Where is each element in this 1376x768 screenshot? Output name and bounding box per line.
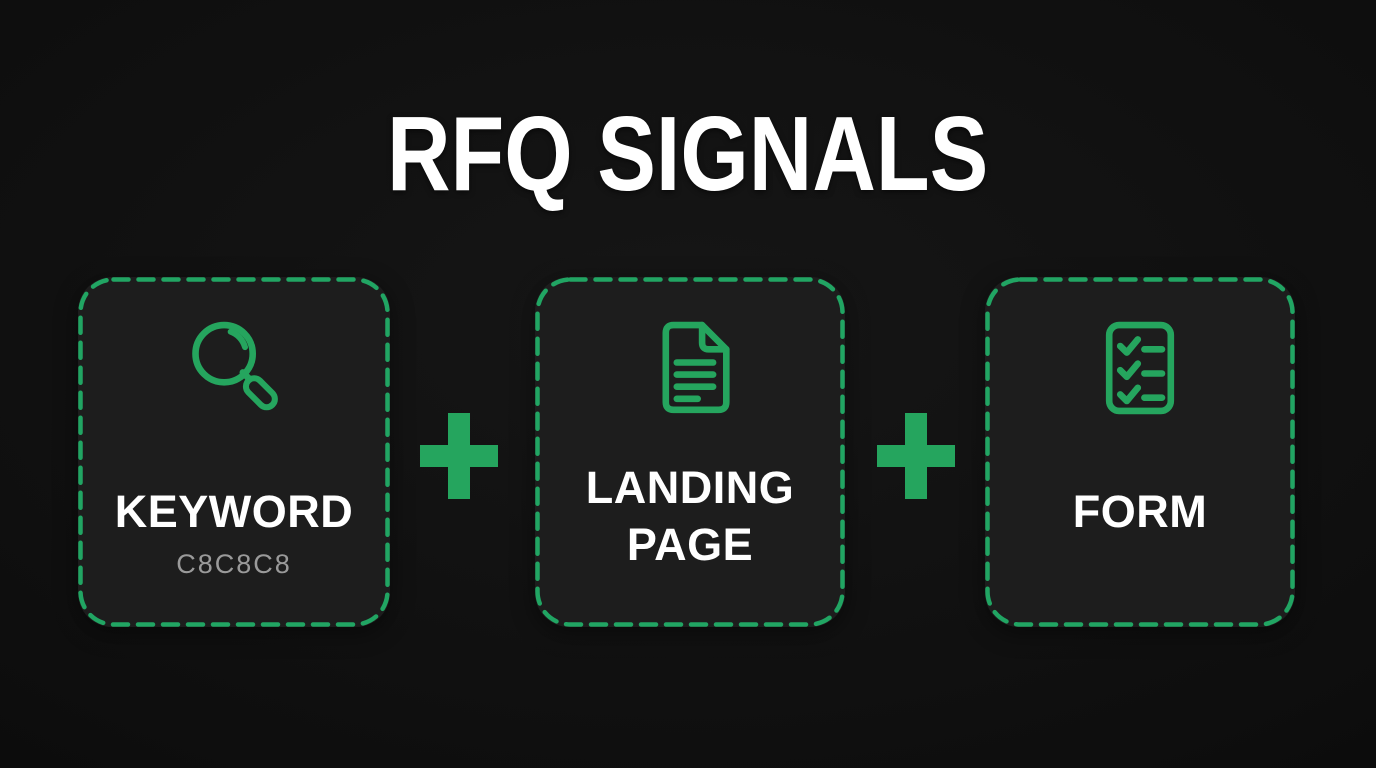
keyword-sublabel: C8C8C8: [176, 549, 292, 579]
keyword-label: KEYWORD: [114, 486, 354, 537]
landing-page-label: LANDING PAGE: [585, 462, 795, 570]
dashed-border: [535, 277, 845, 627]
plus-icon: [420, 413, 498, 504]
dashed-border: [985, 277, 1295, 627]
page-title: RFQ SIGNALS: [387, 94, 989, 214]
page-title-wrap: RFQ SIGNALS: [0, 101, 1376, 207]
checklist-icon: [1085, 313, 1195, 423]
form-card: FORM: [985, 277, 1295, 627]
landing-page-card: LANDING PAGE: [535, 277, 845, 627]
keyword-card: KEYWORD C8C8C8: [78, 277, 390, 627]
document-icon: [635, 313, 745, 423]
form-label: FORM: [1072, 486, 1208, 537]
magnifier-icon: [179, 313, 289, 423]
dashed-border: [78, 277, 390, 627]
plus-icon: [877, 413, 955, 504]
